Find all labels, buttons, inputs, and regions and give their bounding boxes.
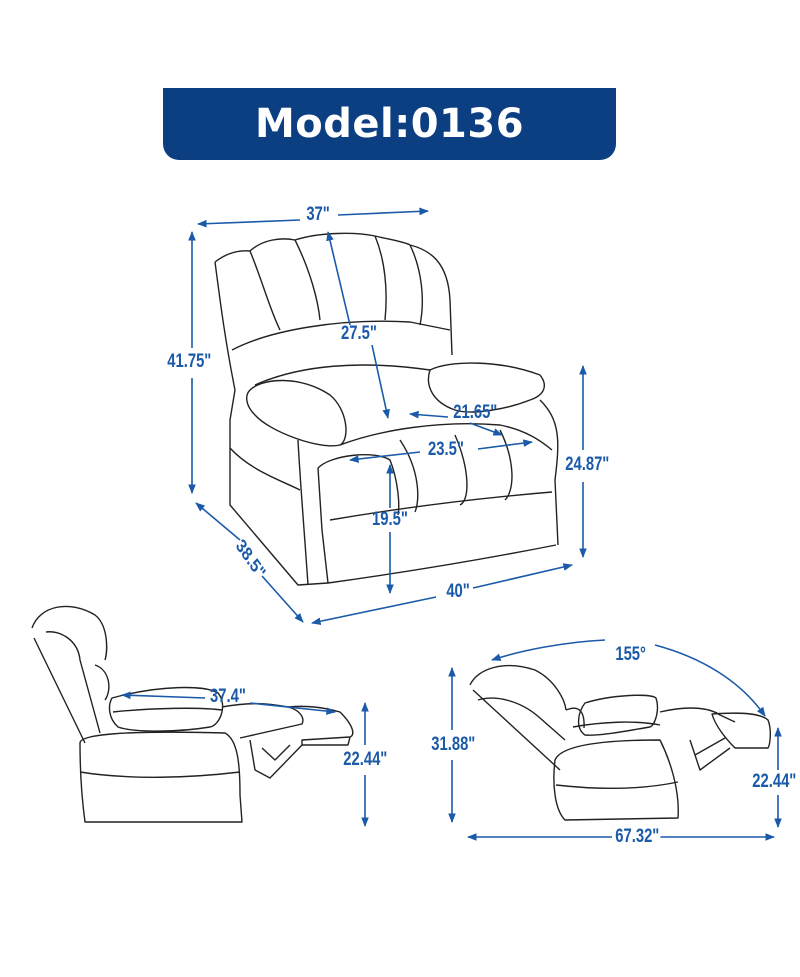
dim-seat-depth: 21.65" xyxy=(453,402,498,423)
dim-reclined-length: 37.4" xyxy=(210,686,246,707)
dim-total-height: 41.75" xyxy=(166,351,213,372)
dim-arm-height: 24.87" xyxy=(564,454,611,475)
recline-dimension-lines xyxy=(448,639,782,841)
dim-width: 40" xyxy=(445,581,471,602)
dim-recline-footrest-height: 22.44" xyxy=(751,771,798,792)
model-banner: Model:0136 xyxy=(163,88,616,160)
dim-recline-height: 31.88" xyxy=(430,734,477,755)
side-chair-outline xyxy=(31,605,354,823)
front-chair-outline xyxy=(214,232,559,586)
dim-top-width: 37" xyxy=(305,204,331,225)
recline-chair-outline xyxy=(469,664,771,821)
dim-back-height: 27.5" xyxy=(341,323,377,344)
model-title: Model:0136 xyxy=(254,101,525,147)
side-dimension-lines xyxy=(121,691,369,827)
front-dimension-lines xyxy=(188,207,587,625)
dim-total-length: 67.32" xyxy=(614,826,661,847)
dim-side-footrest-height: 22.44" xyxy=(342,749,389,770)
dim-recline-angle: 155° xyxy=(614,644,647,665)
dim-seat-height: 19.5" xyxy=(372,509,408,530)
dim-seat-width: 23.5" xyxy=(428,439,464,460)
